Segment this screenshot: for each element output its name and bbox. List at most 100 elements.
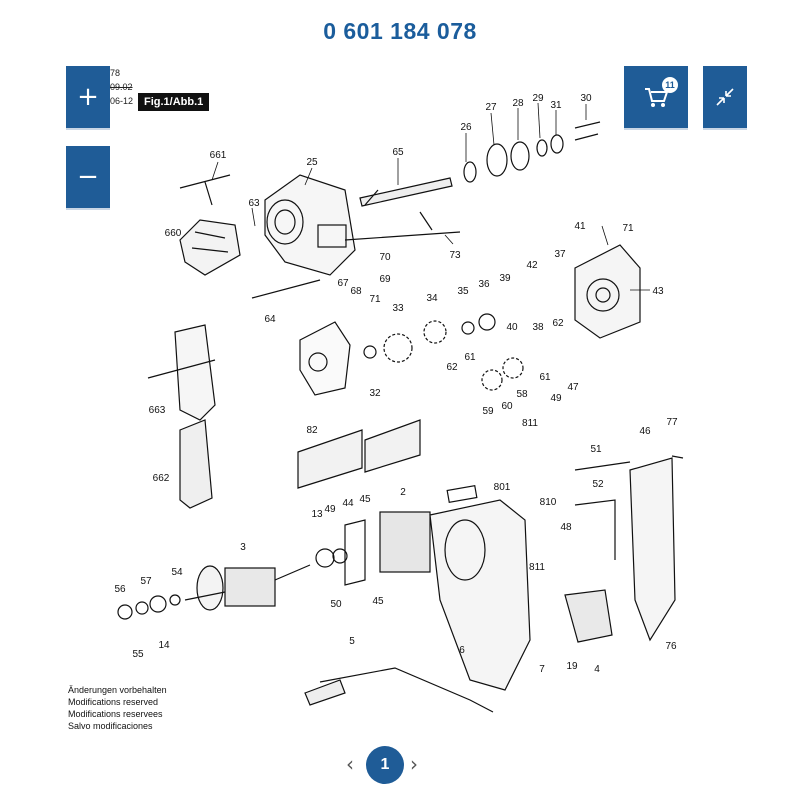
part-number-label[interactable]: 26 [460,122,472,133]
part-number-label[interactable]: 6 [459,645,465,656]
part-number-label[interactable]: 39 [499,273,511,284]
current-page-indicator[interactable]: 1 [366,746,404,784]
part-number-label[interactable]: 71 [622,223,634,234]
part-number-label[interactable]: 70 [379,252,391,263]
part-number-label[interactable]: 801 [494,482,511,493]
side-handle-part [147,324,216,509]
part-number-label[interactable]: 76 [665,641,677,652]
part-number-label[interactable]: 57 [140,576,152,587]
part-number-label[interactable]: 82 [306,425,318,436]
part-number-label[interactable]: 14 [158,640,170,651]
revision-mark: 09.02 [110,82,133,92]
part-number-label[interactable]: 45 [359,494,371,505]
part-number-label[interactable]: 60 [501,401,513,412]
part-number-label[interactable]: 56 [114,584,126,595]
part-number-label[interactable]: 662 [153,473,170,484]
part-number-label[interactable]: 811 [529,562,545,573]
part-number-label[interactable]: 68 [350,286,362,297]
spindle-part [359,177,453,207]
power-cable-part [304,667,494,713]
part-number-label[interactable]: 45 [372,596,384,607]
part-number-label[interactable]: 29 [532,93,544,104]
part-number-label[interactable]: 73 [449,250,461,261]
part-number-label[interactable]: 663 [149,405,166,416]
cart-button[interactable]: 11 [624,66,688,128]
zoom-in-button[interactable]: + [66,66,110,128]
part-number-label[interactable]: 64 [264,314,276,325]
part-number-label[interactable]: 71 [369,294,381,305]
part-number-label[interactable]: 54 [171,567,183,578]
part-number-label[interactable]: 61 [539,372,551,383]
part-number-label[interactable]: 2 [400,487,406,498]
wire-parts [574,461,631,560]
zoom-out-button[interactable]: − [66,146,110,208]
part-number-label[interactable]: 48 [560,522,572,533]
part-number-label[interactable]: 7 [539,664,545,675]
part-number-label[interactable]: 31 [550,100,562,111]
part-number-label[interactable]: 34 [426,293,438,304]
part-number-label[interactable]: 810 [540,497,557,508]
part-number-label[interactable]: 67 [337,278,349,289]
part-number-label[interactable]: 37 [554,249,566,260]
part-number-label[interactable]: 27 [485,102,497,113]
page-title: 0 601 184 078 [323,18,477,44]
chuck-part [179,219,241,276]
part-number-label[interactable]: 44 [342,498,354,509]
part-number-label[interactable]: 36 [478,279,490,290]
part-number-label[interactable]: 28 [512,98,524,109]
part-number-label[interactable]: 63 [248,198,260,209]
part-number-label[interactable]: 40 [506,322,518,333]
field-coil-part [344,511,431,586]
part-number-label[interactable]: 32 [369,388,381,399]
note-line: Änderungen vorbehalten [68,685,167,695]
part-number-label[interactable]: 30 [580,93,592,104]
part-number-label[interactable]: 59 [482,406,494,417]
part-number-label[interactable]: 5 [349,636,355,647]
part-number-label[interactable]: 38 [532,322,544,333]
part-number-label[interactable]: 660 [165,228,182,239]
part-number-label[interactable]: 65 [392,147,404,158]
part-number-label[interactable]: 51 [590,444,602,455]
pager: ‹ 1 › [0,740,800,790]
revision-mark: 06-12 [110,96,134,106]
collapse-button[interactable] [703,66,747,128]
part-number-label[interactable]: 43 [652,286,664,297]
part-number-label[interactable]: 69 [379,274,391,285]
chevron-right-icon[interactable]: › [410,752,418,776]
part-number-label[interactable]: 4 [594,664,600,675]
part-number-label[interactable]: 42 [526,260,538,271]
note-line: Modifications reservees [68,709,163,719]
part-number-label[interactable]: 661 [210,150,227,161]
part-number-label[interactable]: 50 [330,599,342,610]
chevron-left-icon[interactable]: ‹ [346,752,354,776]
part-number-label[interactable]: 13 [311,509,323,520]
part-number-label[interactable]: 35 [457,286,469,297]
collapse-icon [716,88,734,106]
gearbox-cover-part [574,244,641,339]
part-number-label[interactable]: 19 [566,661,578,672]
switch-part [564,589,613,643]
part-number-label[interactable]: 55 [132,649,144,660]
modification-notes: Änderungen vorbehalten Modifications res… [68,684,167,732]
part-number-label[interactable]: 47 [567,382,579,393]
part-number-label[interactable]: 61 [464,352,476,363]
part-number-label[interactable]: 49 [324,504,336,515]
gear-housing-part [264,174,356,276]
part-number-label[interactable]: 41 [574,221,586,232]
part-number-label[interactable]: 3 [240,542,246,553]
part-number-label[interactable]: 62 [552,318,564,329]
plate-part [299,321,351,396]
part-number-label[interactable]: 25 [306,157,318,168]
chuck-key-part [179,174,231,206]
part-number-label[interactable]: 33 [392,303,404,314]
part-number-label[interactable]: 46 [639,426,651,437]
washer-parts [117,548,348,620]
part-number-label[interactable]: 52 [592,479,604,490]
part-number-label[interactable]: 77 [666,417,678,428]
part-number-label[interactable]: 62 [446,362,458,373]
part-number-label[interactable]: 811 [522,418,538,429]
bosch-labels [297,419,421,489]
part-number-label[interactable]: 49 [550,393,562,404]
part-number-label[interactable]: 58 [516,389,528,400]
